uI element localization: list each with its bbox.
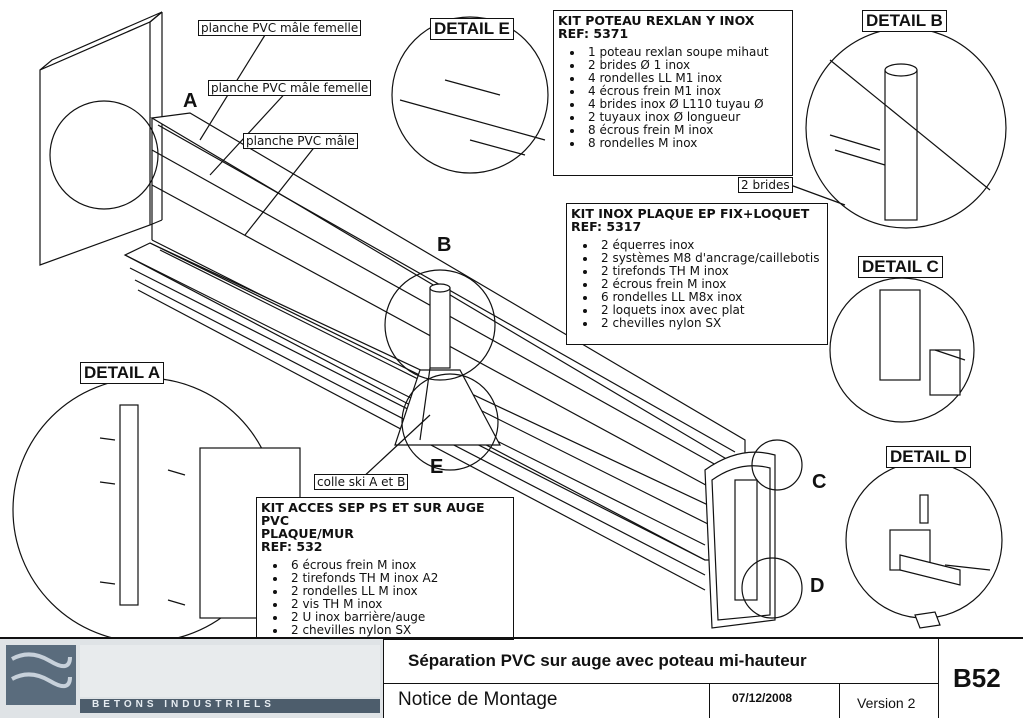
title-block: BETONS INDUSTRIELS Séparation PVC sur au… [0, 637, 1023, 718]
list-item: 4 rondelles LL M1 inox [584, 72, 788, 85]
end-plate-drawing [704, 451, 776, 629]
label-planche-2: planche PVC mâle femelle [208, 80, 372, 96]
wall-plate [39, 11, 163, 266]
company-logo-icon [6, 645, 380, 713]
list-item: 2 chevilles nylon SX [287, 624, 509, 637]
list-item: 4 brides inox Ø L110 tuyau Ø [584, 98, 788, 111]
list-item: 8 rondelles M inox [584, 137, 788, 150]
list-item: 1 poteau rexlan soupe mihaut [584, 46, 788, 59]
label-brides: 2 brides [738, 177, 793, 193]
kit-acces-ref: REF: 532 [261, 539, 323, 554]
detail-d-content [889, 494, 991, 629]
list-item: 6 rondelles LL M8x inox [597, 291, 823, 304]
post-drawing [394, 283, 501, 446]
label-planche-3: planche PVC mâle [243, 133, 358, 149]
detail-circle-b [384, 269, 496, 381]
list-item: 6 écrous frein M inox [287, 559, 509, 572]
drawing-code: B52 [953, 663, 1001, 693]
kit-plaque-title: KIT INOX PLAQUE EP FIX+LOQUET [571, 206, 810, 221]
kit-acces-list: 6 écrous frein M inox 2 tirefonds TH M i… [261, 559, 509, 637]
list-item: 2 vis TH M inox [287, 598, 509, 611]
list-item: 2 tuyaux inox Ø longueur [584, 111, 788, 124]
detail-a-title: DETAIL A [80, 362, 165, 384]
list-item: 2 loquets inox avec plat [597, 304, 823, 317]
drawing-date: 07/12/2008 [732, 691, 793, 705]
kit-poteau-box: KIT POTEAU REXLAN Y INOX REF: 5371 1 pot… [553, 10, 793, 176]
drawing-title: Séparation PVC sur auge avec poteau mi-h… [408, 651, 807, 670]
kit-plaque-box: KIT INOX PLAQUE EP FIX+LOQUET REF: 5317 … [566, 203, 828, 345]
detail-circle-e [401, 373, 499, 471]
detail-circle-c [751, 439, 803, 491]
detail-e-content [399, 79, 546, 156]
label-colle: colle ski A et B [314, 474, 409, 490]
label-planche-1: planche PVC mâle femelle [198, 20, 362, 36]
kit-poteau-ref: REF: 5371 [558, 26, 629, 41]
list-item: 2 tirefonds TH M inox [597, 265, 823, 278]
callout-e: E [430, 456, 444, 478]
logo-text: BETONS INDUSTRIELS [92, 699, 275, 710]
list-item: 4 écrous frein M1 inox [584, 85, 788, 98]
detail-c-view [829, 277, 975, 423]
kit-plaque-ref: REF: 5317 [571, 219, 642, 234]
list-item: 2 tirefonds TH M inox A2 [287, 572, 509, 585]
list-item: 2 écrous frein M inox [597, 278, 823, 291]
detail-circle-wall [49, 100, 159, 210]
detail-c-title: DETAIL C [858, 256, 943, 278]
logo-area: BETONS INDUSTRIELS [0, 639, 383, 718]
detail-d-title: DETAIL D [886, 446, 971, 468]
list-item: 2 brides Ø 1 inox [584, 59, 788, 72]
detail-b-title: DETAIL B [862, 10, 947, 32]
kit-acces-title-2: PLAQUE/MUR [261, 526, 354, 541]
callout-b: B [437, 234, 452, 256]
detail-b-content [829, 59, 991, 221]
list-item: 2 chevilles nylon SX [597, 317, 823, 330]
drawing-subtitle: Notice de Montage [398, 689, 558, 710]
kit-acces-box: KIT ACCES SEP PS ET SUR AUGE PVC PLAQUE/… [256, 497, 514, 640]
detail-c-content [879, 289, 966, 396]
detail-circle-d [741, 557, 803, 619]
callout-a: A [183, 90, 198, 112]
code-cell: B52 [938, 639, 1024, 718]
callout-d: D [810, 575, 825, 597]
callout-c: C [812, 471, 827, 493]
kit-poteau-list: 1 poteau rexlan soupe mihaut 2 brides Ø … [558, 46, 788, 150]
kit-acces-title: KIT ACCES SEP PS ET SUR AUGE PVC [261, 500, 485, 528]
list-item: 8 écrous frein M inox [584, 124, 788, 137]
kit-plaque-list: 2 équerres inox 2 systèmes M8 d'ancrage/… [571, 239, 823, 330]
kit-poteau-title: KIT POTEAU REXLAN Y INOX [558, 13, 755, 28]
detail-e-view [391, 16, 549, 174]
drawing-version: Version 2 [857, 695, 916, 711]
list-item: 2 systèmes M8 d'ancrage/caillebotis [597, 252, 823, 265]
detail-e-title: DETAIL E [430, 18, 514, 40]
list-item: 2 équerres inox [597, 239, 823, 252]
title-cell: Séparation PVC sur auge avec poteau mi-h… [383, 639, 939, 718]
list-item: 2 U inox barrière/auge [287, 611, 509, 624]
list-item: 2 rondelles LL M inox [287, 585, 509, 598]
